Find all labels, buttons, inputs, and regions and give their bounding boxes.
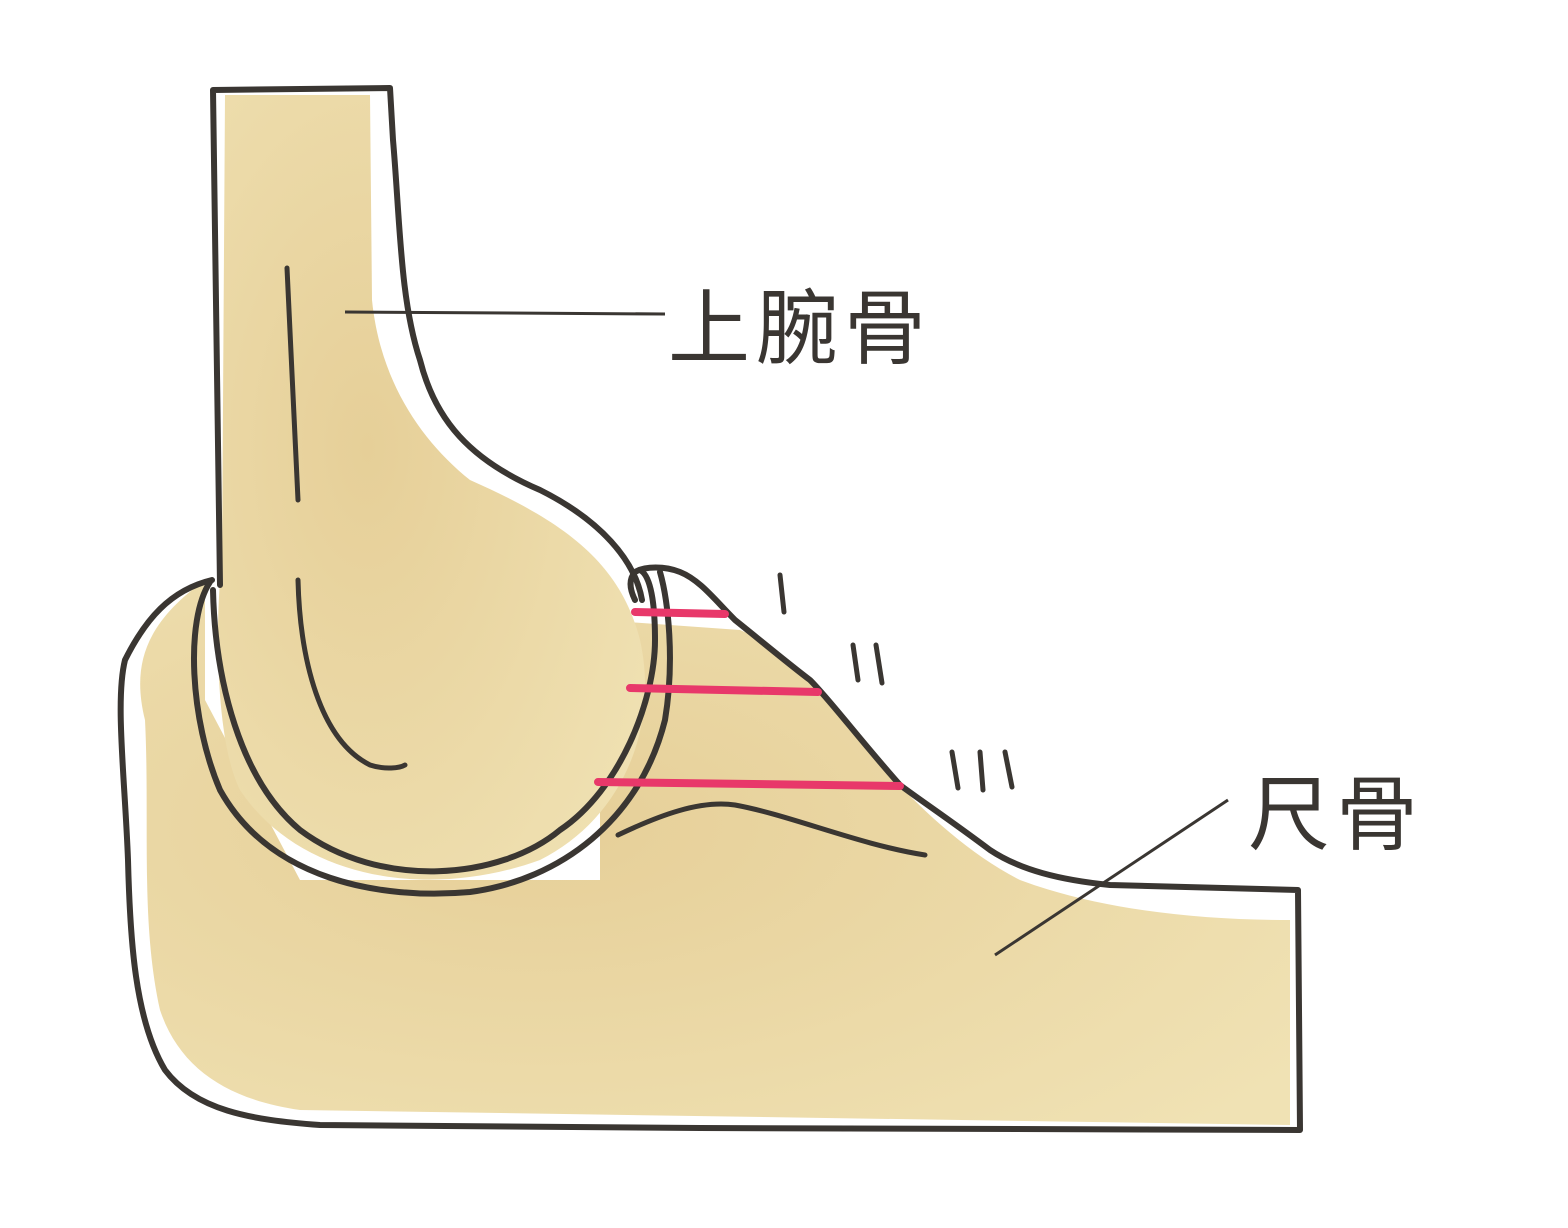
humerus-label: 上腕骨 [668,282,933,377]
trochlea-inner-arc [210,567,659,875]
grade-1-line [631,608,729,618]
grade-ticks-1 [777,572,787,615]
ulna-outline [117,564,1303,1133]
humerus-outline [210,85,645,603]
humerus-leader-line [344,310,666,316]
ulna-leader-line [994,798,1229,957]
ulna-fill [140,580,1290,1125]
grade-ticks-2 [850,642,885,686]
grade-2-line [626,684,822,696]
ulna-label: 尺骨 [1248,768,1425,863]
humerus-trochlea-line [295,577,408,771]
humerus-shaft-line [284,265,301,503]
coronoid-line [615,801,928,858]
grade-3-line [594,778,904,790]
grade-ticks-3 [949,749,1015,793]
humerus-fill [217,95,646,880]
